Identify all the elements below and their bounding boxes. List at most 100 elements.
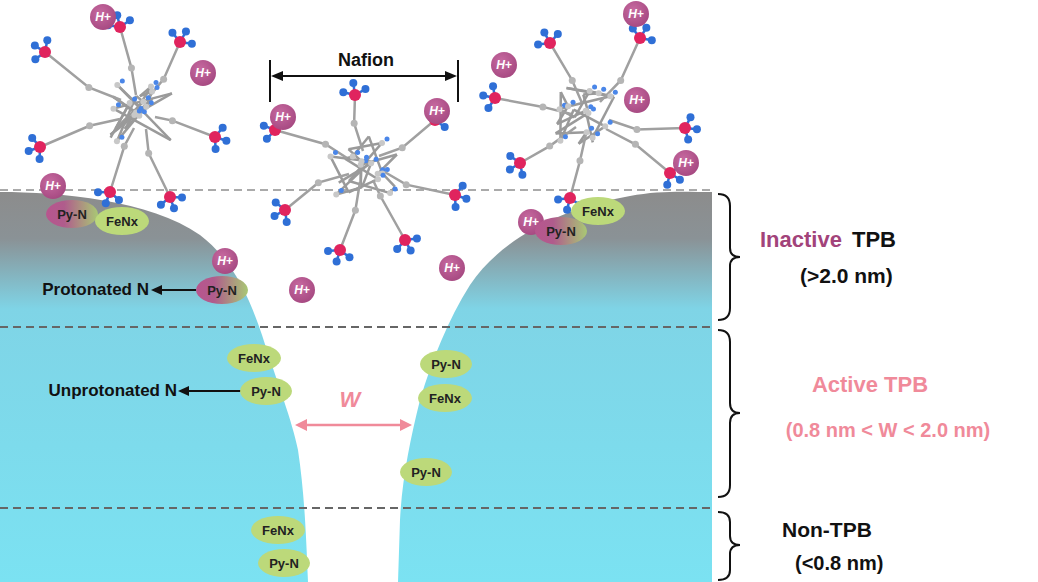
oxygen-atom [283,218,291,226]
side-chain [148,42,180,98]
oxygen-atom [188,40,196,48]
carbon-atom [583,108,589,114]
sulfur-atom [399,234,411,246]
site-oval: Py-N [46,200,98,228]
sulfur-atom [164,191,176,203]
site-label: Py-N [546,224,576,239]
sulfur-atom [174,36,186,48]
carbon-atom [632,141,639,148]
carbon-atom [327,154,333,160]
carbon-atom [149,88,155,94]
nafion-molecule [260,79,471,265]
carbon-atom [121,143,128,150]
oxygen-atom [339,88,347,96]
carbon-atom [569,77,576,84]
oxygen-atom [462,195,470,203]
oxygen-atom [333,258,341,266]
proton-label: H+ [294,283,310,297]
site-oval: Py-N [196,276,248,304]
carbon-atom [127,100,133,106]
site-label: Py-N [431,357,461,372]
carbon-atom [587,88,593,94]
oxygen-atom [126,16,134,24]
fluorine-atom [120,79,125,84]
sulfur-atom [114,21,126,33]
side-chain [383,171,455,195]
site-oval: FeNx [95,207,149,235]
carbon-atom [333,191,339,197]
fluorine-atom [154,80,159,85]
oxygen-atom [663,181,671,189]
carbon-atom [131,112,137,118]
oxygen-atom [393,245,401,253]
carbon-atom [379,140,385,146]
oxygen-atom [170,204,178,212]
fluorine-atom [132,97,137,102]
width-arrow [295,419,412,431]
site-oval: FeNx [227,344,281,372]
site-oval: Py-N [535,217,587,245]
side-chain [606,129,670,173]
side-chain [285,174,349,210]
sulfur-atom [104,186,116,198]
site-label: FeNx [262,523,294,538]
nafion-molecule [479,24,701,214]
proton-label: H+ [45,179,61,193]
sulfur-atom [544,37,556,49]
site-label: Py-N [57,207,87,222]
proton-label: H+ [678,156,694,170]
annotation-label: Non-TPB [782,518,872,542]
annotation-label: Unprotonated N [49,381,177,401]
carbon-atom [403,181,410,188]
oxygen-atom [452,203,460,211]
region-braces [718,194,740,580]
sulfur-atom [449,189,461,201]
side-chain [45,52,121,100]
sulfur-atom [634,32,646,44]
proton-label: H+ [217,254,233,268]
fluorine-atom [592,85,597,90]
sulfur-atom [34,141,46,153]
carbon-atom [387,190,393,196]
proton-circle: H+ [289,277,315,303]
fluorine-atom [595,131,600,136]
oxygen-atom [540,28,548,36]
site-label: Py-N [411,465,441,480]
carbon-atom [565,103,571,109]
fluorine-atom [374,157,379,162]
fluorine-atom [149,100,154,105]
oxygen-atom [459,182,467,190]
sulfur-atom [564,192,576,204]
carbon-atom [359,158,365,164]
fluorine-atom [155,85,160,90]
oxygen-atom [684,136,692,144]
oxygen-atom [168,29,176,37]
carbon-atom [140,99,146,105]
fluorine-atom [137,109,142,114]
oxygen-atom [272,198,280,206]
oxygen-atom [642,24,650,32]
oxygen-atom [534,40,542,48]
oxygen-atom [506,152,514,160]
oxygen-atom [271,212,279,220]
proton-circle: H+ [90,4,116,30]
fluorine-atom [385,136,390,141]
proton-circle: H+ [623,1,649,27]
carbon-atom [584,129,590,135]
side-chain [110,128,134,192]
carbon-atom [617,77,624,84]
site-label: FeNx [429,391,461,406]
oxygen-atom [441,123,449,131]
site-oval: Py-N [400,458,452,486]
fluorine-atom [364,155,369,160]
proton-circle: H+ [424,98,450,124]
fluorine-atom [381,173,386,178]
fluorine-atom [571,100,576,105]
annotation-label: Inactive [760,227,842,253]
carbon-atom [576,157,583,164]
oxygen-atom [648,36,656,44]
site-oval: FeNx [418,384,472,412]
side-chain [40,119,120,147]
backbone-bond [339,163,371,182]
